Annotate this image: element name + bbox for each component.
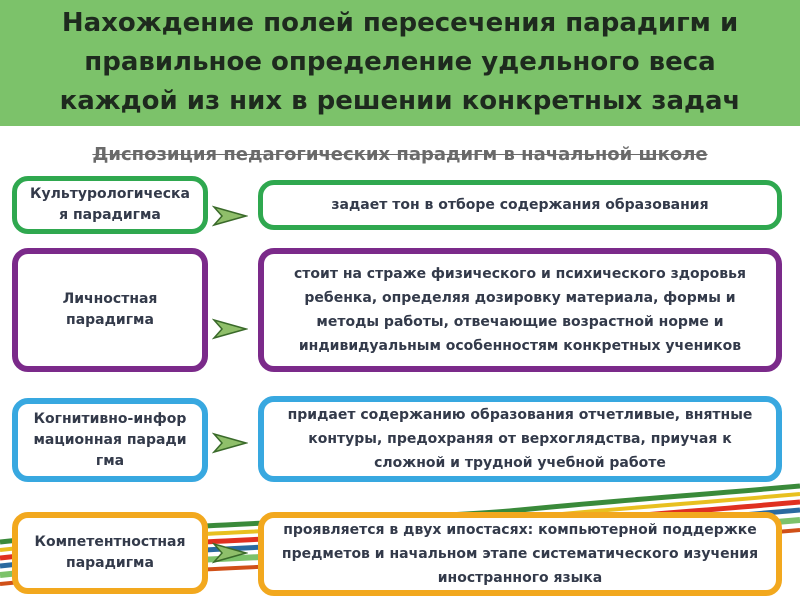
paradigm-label-text: Компетентностная парадигма: [30, 532, 190, 574]
paradigm-label-text: Культурологическая парадигма: [30, 184, 190, 226]
paradigm-label-cultural: Культурологическая парадигма: [12, 176, 208, 234]
paradigm-label-text: Когнитивно-информационная парадигма: [30, 409, 190, 472]
paradigm-desc-personal: стоит на страже физического и психическо…: [258, 248, 782, 372]
paradigm-label-competence: Компетентностная парадигма: [12, 512, 208, 594]
title-line-2: правильное определение удельного веса: [0, 43, 800, 82]
paradigm-desc-cultural: задает тон в отборе содержания образован…: [258, 180, 782, 230]
paradigm-label-personal: Личностная парадигма: [12, 248, 208, 372]
chevron-right-icon: [212, 318, 248, 340]
paradigm-desc-cognitive: придает содержанию образования отчетливы…: [258, 396, 782, 482]
paradigm-desc-competence: проявляется в двух ипостасях: компьютерн…: [258, 512, 782, 596]
title-line-3: каждой из них в решении конкретных задач: [0, 82, 800, 121]
slide-title: Нахождение полей пересечения парадигм и …: [0, 4, 800, 121]
chevron-right-icon: [212, 542, 248, 564]
paradigm-label-cognitive: Когнитивно-информационная парадигма: [12, 398, 208, 482]
chevron-right-icon: [212, 432, 248, 454]
title-line-1: Нахождение полей пересечения парадигм и: [0, 4, 800, 43]
slide-subtitle: Диспозиция педагогических парадигм в нач…: [0, 144, 800, 166]
paradigm-desc-text: стоит на страже физического и психическо…: [280, 262, 760, 358]
chevron-right-icon: [212, 205, 248, 227]
title-banner: Нахождение полей пересечения парадигм и …: [0, 0, 800, 126]
paradigm-label-text: Личностная парадигма: [45, 289, 175, 331]
paradigm-desc-text: задает тон в отборе содержания образован…: [331, 193, 708, 217]
paradigm-desc-text: проявляется в двух ипостасях: компьютерн…: [275, 518, 765, 590]
paradigm-desc-text: придает содержанию образования отчетливы…: [280, 403, 760, 475]
